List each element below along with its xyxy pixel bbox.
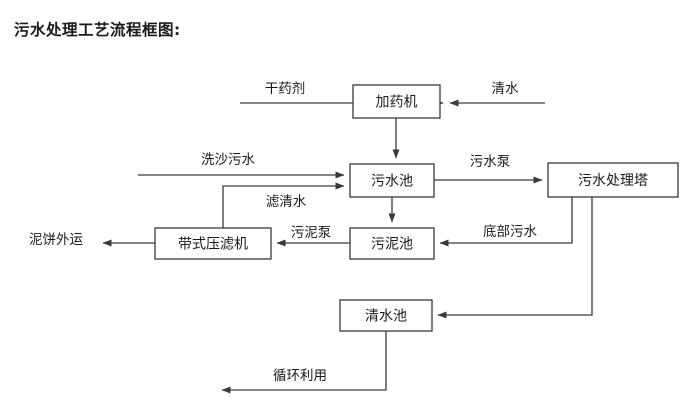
node-label: 带式压滤机 [178,237,248,253]
node-belt_filter_press[interactable]: 带式压滤机 [154,227,272,260]
node-box [352,84,441,119]
node-box [154,227,272,260]
node-treatment_tower[interactable]: 污水处理塔 [547,162,679,198]
node-wastewater_pool[interactable]: 污水池 [349,163,435,198]
node-box [547,162,679,198]
node-dosing_machine[interactable]: 加药机 [352,84,441,119]
edge-line [221,331,387,394]
node-label: 污水池 [371,174,413,190]
edge-label: 循环利用 [273,368,327,384]
edge-line [222,182,345,228]
terminal-label-dry_chemical: 干药剂 [265,81,306,97]
node-sludge_pool[interactable]: 污泥池 [349,227,435,260]
node-box [339,299,433,332]
edge-label: 污泥泵 [291,225,332,241]
edge-filtrate-to-wastewater-pool: 滤清水 [222,182,345,228]
edge-sand-wash-to-wastewater-pool: 洗沙污水 [138,152,345,179]
page-title: 污水处理工艺流程框图: [14,21,181,39]
node-label: 污水处理塔 [578,173,648,189]
node-label: 加药机 [376,95,418,111]
edge-label: 洗沙污水 [201,152,255,168]
terminal-label-mud_cake_out: 泥饼外运 [29,232,83,248]
edge-bottom-sludge-to-sludge-pool: 底部污水 [439,197,573,247]
node-clean_water_pool[interactable]: 清水池 [339,299,433,332]
node-box [349,227,435,260]
node-box [349,163,435,198]
edge-label: 滤清水 [266,194,307,210]
edge-clean-water-pool-recycle: 循环利用 [221,331,387,394]
edge-sludge-pump-to-press: 污泥泵 [276,225,350,247]
node-label: 清水池 [365,309,407,325]
terminal-label-clean_water: 清水 [492,81,520,97]
node-label: 污泥池 [371,237,413,253]
edge-tower-to-clean-water-pool [437,197,593,319]
edge-wastewater-pump-to-tower: 污水泵 [434,154,543,184]
edge-label: 污水泵 [470,154,511,170]
edge-line [437,197,593,319]
edge-label: 底部污水 [483,224,537,240]
edge-line [439,197,573,247]
